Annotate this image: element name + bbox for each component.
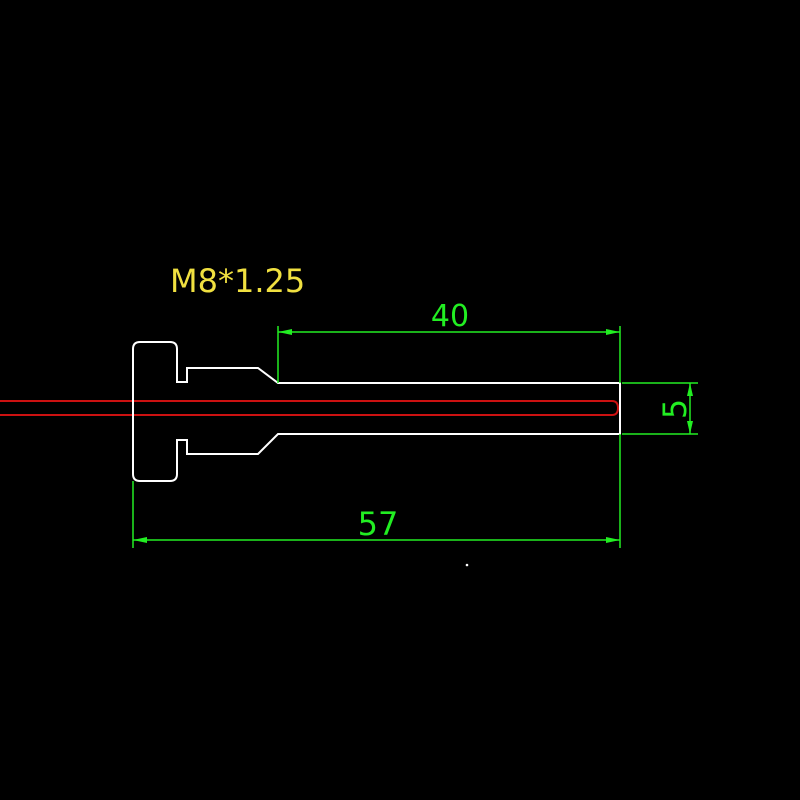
arrow-right-icon bbox=[606, 537, 620, 543]
arrow-left-icon bbox=[133, 537, 147, 543]
centerline-path bbox=[0, 400, 620, 416]
part-outline-path bbox=[132, 341, 621, 482]
arrow-down-icon bbox=[687, 421, 693, 434]
dim-bottom-label: 57 bbox=[358, 505, 399, 543]
stray-point bbox=[465, 563, 469, 567]
thread-annotation: M8*1.25 bbox=[170, 262, 305, 300]
dimension-bottom-57: 57 bbox=[132, 434, 621, 548]
part-outline bbox=[132, 341, 621, 482]
dimension-right-5: 5 bbox=[622, 382, 698, 435]
arrow-up-icon bbox=[687, 383, 693, 396]
dimension-top-40: 40 bbox=[277, 299, 621, 383]
centerline bbox=[0, 400, 620, 416]
dim-right-label: 5 bbox=[656, 399, 694, 419]
thread-spec-label: M8*1.25 bbox=[170, 262, 305, 300]
arrow-right-icon bbox=[606, 329, 620, 335]
arrow-left-icon bbox=[278, 329, 292, 335]
dim-top-label: 40 bbox=[431, 299, 469, 334]
